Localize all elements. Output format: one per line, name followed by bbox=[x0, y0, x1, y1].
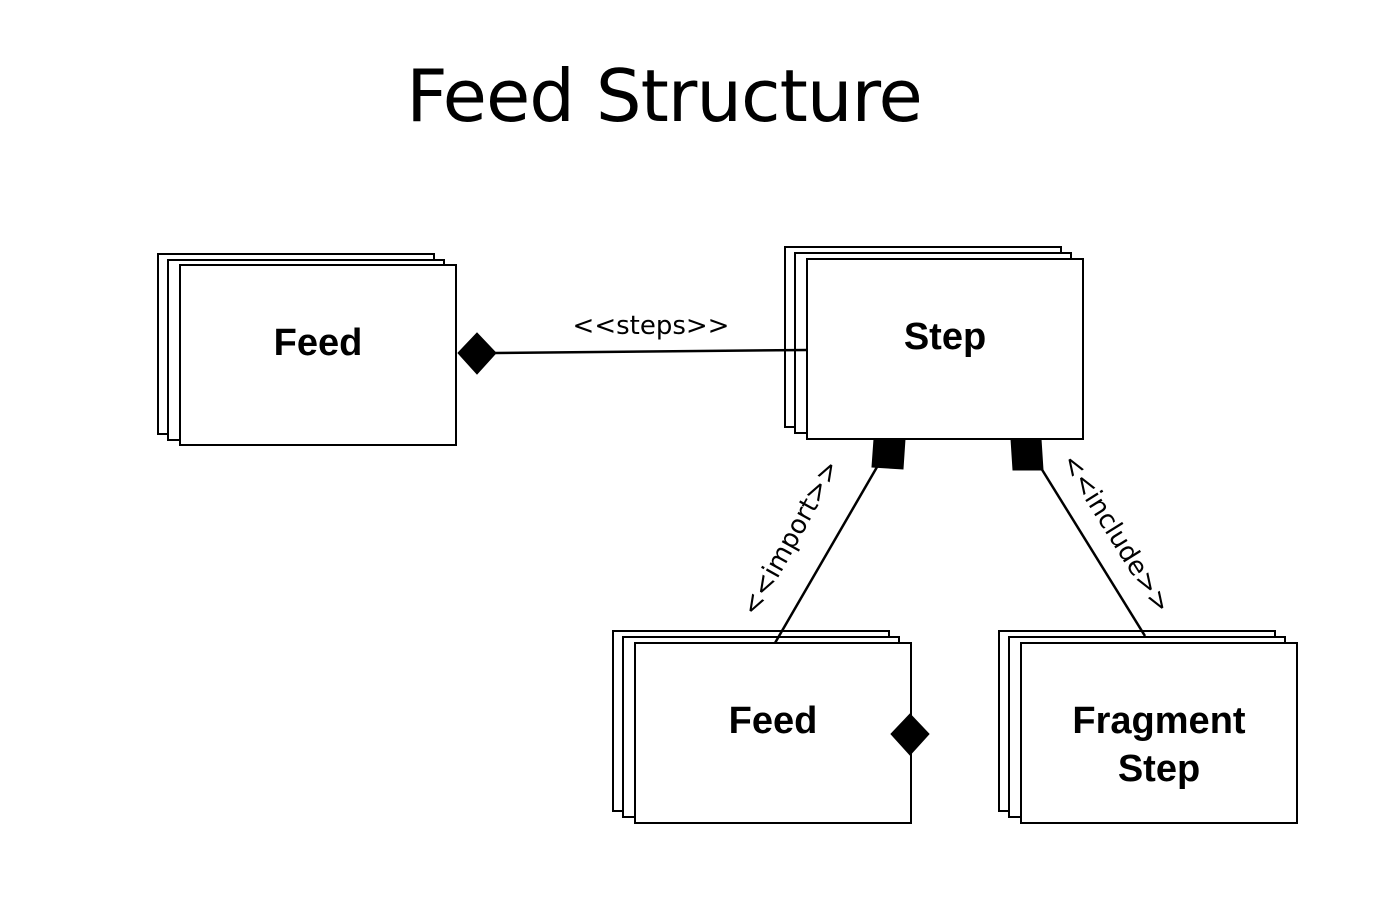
steps-edge-label: <<steps>> bbox=[573, 311, 730, 341]
step-node-label: Step bbox=[904, 316, 986, 358]
stack-front-rect bbox=[1020, 642, 1298, 824]
fragment-step-label-line2: Step bbox=[1118, 748, 1200, 790]
composition-square-icon bbox=[1010, 438, 1044, 471]
steps-edge[interactable]: <<steps>> bbox=[457, 311, 808, 375]
include-edge-label: <<include>> bbox=[1055, 449, 1177, 619]
page-title: Feed Structure bbox=[406, 54, 923, 138]
fragment-step-label-line1: Fragment bbox=[1072, 700, 1245, 742]
feed-node-top-label: Feed bbox=[274, 322, 363, 364]
fragment-step-node[interactable]: Fragment Step bbox=[998, 630, 1298, 824]
step-node[interactable]: Step bbox=[784, 246, 1084, 440]
import-edge-line bbox=[773, 466, 879, 644]
include-edge[interactable]: <<include>> bbox=[1010, 438, 1177, 637]
stack-front-rect bbox=[179, 264, 457, 446]
feed-node-top[interactable]: Feed bbox=[157, 253, 457, 446]
composition-square-icon bbox=[871, 438, 906, 470]
feed-node-bottom[interactable]: Feed bbox=[612, 630, 912, 824]
steps-edge-line bbox=[494, 348, 808, 355]
stack-front-rect bbox=[634, 642, 912, 824]
stack-front-rect bbox=[806, 258, 1084, 440]
import-edge-label: <<import>> bbox=[736, 455, 846, 621]
composition-diamond-icon bbox=[890, 713, 930, 756]
import-edge[interactable]: <<import>> bbox=[736, 438, 906, 644]
composition-diamond-icon bbox=[457, 332, 497, 375]
feed-node-bottom-label: Feed bbox=[729, 700, 818, 742]
include-edge-line bbox=[1039, 467, 1147, 637]
